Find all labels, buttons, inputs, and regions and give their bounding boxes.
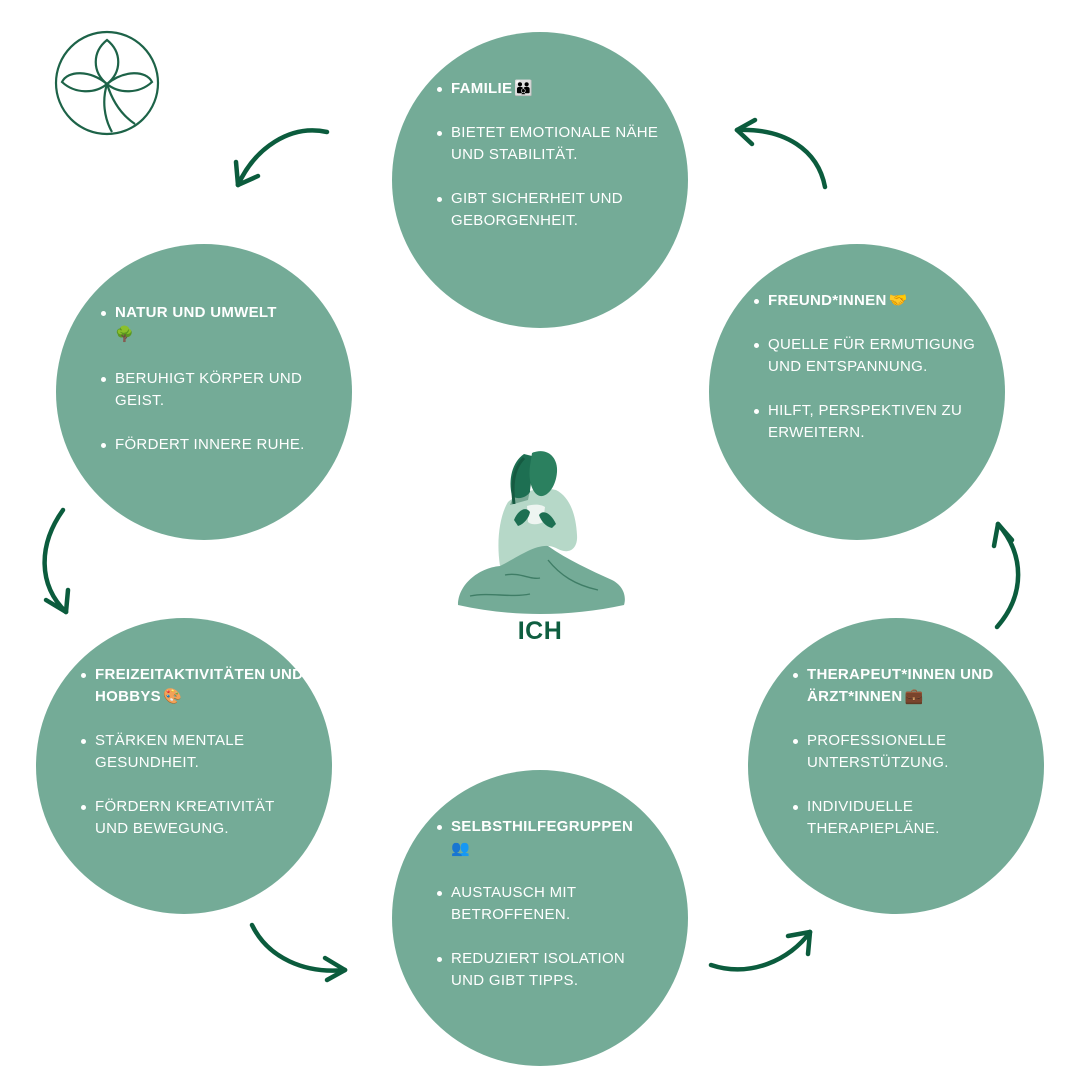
node-point: HILFT, PERSPEKTIVEN ZU ERWEITERN. (754, 400, 979, 444)
leaf-circle-logo (54, 30, 160, 136)
node-title: FREUND*INNEN🤝 (754, 290, 979, 312)
node-freizeit: FREIZEITAKTIVITÄTEN UND HOBBYS🎨 STÄRKEN … (36, 618, 332, 914)
node-point: REDUZIERT ISOLATION UND GIBT TIPPS. (437, 948, 662, 992)
group-icon: 👥 (451, 840, 470, 857)
node-title: FAMILIE👪 (437, 78, 662, 100)
node-familie: FAMILIE👪 BIETET EMOTIONALE NÄHE UND STAB… (392, 32, 688, 328)
woman-with-cup-icon (458, 451, 625, 614)
node-point: FÖRDERN KREATIVITÄT UND BEWEGUNG. (81, 796, 306, 840)
arrow-selbsthilfe-to-therapeuten (708, 929, 813, 972)
center-label: ICH (517, 617, 563, 645)
node-title: FREIZEITAKTIVITÄTEN UND HOBBYS🎨 (81, 664, 306, 708)
node-selbsthilfe: SELBSTHILFEGRUPPEN👥 AUSTAUSCH MIT BETROF… (392, 770, 688, 1066)
arrow-freunde-to-familie (734, 117, 828, 190)
node-title: SELBSTHILFEGRUPPEN👥 (437, 816, 662, 860)
handshake-icon: 🤝 (888, 292, 908, 309)
node-point: PROFESSIONELLE UNTERSTÜTZUNG. (793, 730, 1018, 774)
node-point: FÖRDERT INNERE RUHE. (101, 434, 326, 456)
node-natur: NATUR UND UMWELT🌳 BERUHIGT KÖRPER UND GE… (56, 244, 352, 540)
palette-icon: 🎨 (162, 688, 182, 705)
node-title: NATUR UND UMWELT🌳 (101, 302, 326, 346)
node-title: THERAPEUT*INNEN UND ÄRZT*INNEN💼 (793, 664, 1018, 708)
briefcase-icon: 💼 (904, 688, 924, 705)
node-point: INDIVIDUELLE THERAPIEPLÄNE. (793, 796, 1018, 840)
node-therapeuten: THERAPEUT*INNEN UND ÄRZT*INNEN💼 PROFESSI… (748, 618, 1044, 914)
arrow-familie-to-natur (233, 128, 330, 188)
node-point: STÄRKEN MENTALE GESUNDHEIT. (81, 730, 306, 774)
node-point: GIBT SICHERHEIT UND GEBORGENHEIT. (437, 188, 662, 232)
family-icon: 👪 (514, 80, 534, 97)
node-point: BERUHIGT KÖRPER UND GEIST. (101, 368, 326, 412)
arrow-natur-to-freizeit (42, 507, 71, 615)
node-point: BIETET EMOTIONALE NÄHE UND STABILITÄT. (437, 122, 662, 166)
node-point: AUSTAUSCH MIT BETROFFENEN. (437, 882, 662, 926)
node-point: QUELLE FÜR ERMUTIGUNG UND ENTSPANNUNG. (754, 334, 979, 378)
tree-icon: 🌳 (115, 326, 134, 343)
node-freunde: FREUND*INNEN🤝 QUELLE FÜR ERMUTIGUNG UND … (709, 244, 1005, 540)
arrow-therapeuten-to-freunde (991, 521, 1021, 630)
arrow-freizeit-to-selbsthilfe (249, 922, 348, 983)
